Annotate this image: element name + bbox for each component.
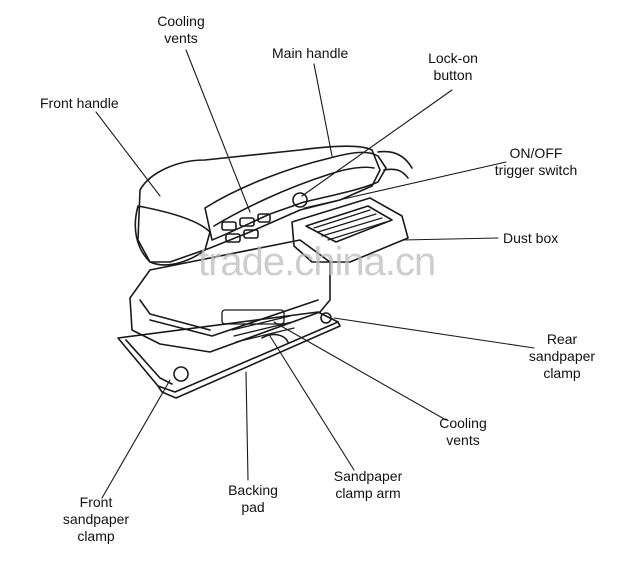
cooling-vents-bottom-shape	[221, 309, 295, 343]
sander-upper-body	[137, 145, 381, 263]
sander-base-plate	[117, 311, 339, 393]
clamp-arm-shape	[261, 333, 289, 343]
watermark: trade.china.cn	[198, 240, 436, 284]
cooling-vents-top-shape	[221, 213, 271, 243]
lock-on-button-shape	[292, 192, 308, 208]
sander-lower-body	[129, 239, 331, 353]
label-dust-box: Dust box	[503, 230, 559, 246]
front-handle-shape	[134, 205, 211, 266]
power-cord	[377, 150, 413, 179]
rear-clamp-knob	[320, 312, 332, 324]
front-clamp-knob	[173, 366, 189, 382]
leader-lines	[95, 49, 535, 499]
label-front-handle: Front handle	[40, 95, 119, 111]
label-main-handle: Main handle	[272, 45, 349, 61]
dust-box-shape	[291, 197, 409, 263]
